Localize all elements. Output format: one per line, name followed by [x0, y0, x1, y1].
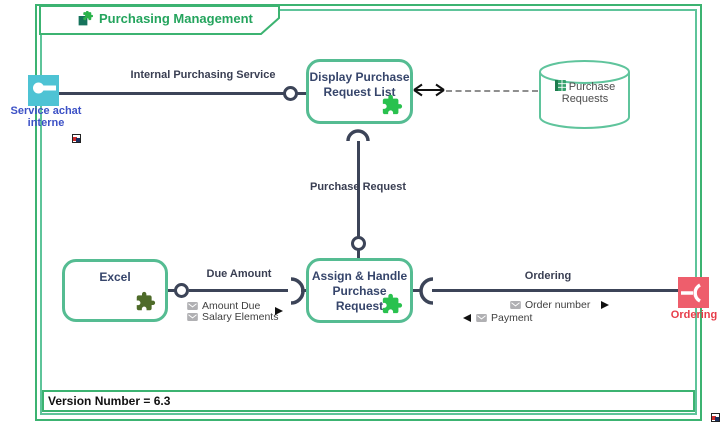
- table-icon: [554, 80, 566, 91]
- connector-stub: [413, 289, 420, 292]
- version-bar: Version Number = 6.3: [42, 390, 695, 412]
- datastore-name-line1: Purchase: [568, 81, 616, 93]
- message-label: Amount Due: [202, 300, 261, 312]
- service-label-line2: interne: [27, 117, 65, 129]
- message-label: Payment: [491, 312, 533, 324]
- provided-interface-ball-icon: [351, 236, 366, 251]
- assign-handle-purchase-request-component[interactable]: Assign & Handle Purchase Request: [306, 258, 413, 323]
- datastore-name-line2: Requests: [561, 93, 609, 105]
- ordering-connector-label: Ordering: [524, 270, 572, 282]
- component-name-line1: Display Purchase: [309, 70, 410, 84]
- puzzle-icon: [382, 94, 403, 115]
- message-label: Order number: [525, 299, 591, 311]
- internal-purchasing-service-label: Internal Purchasing Service: [130, 69, 276, 81]
- ordering-port[interactable]: [678, 277, 709, 308]
- flow-direction-right-icon: [275, 307, 283, 315]
- link-marker-icon: [711, 413, 720, 422]
- purchase-request-connector[interactable]: [357, 141, 360, 237]
- required-interface-socket-icon: [419, 277, 434, 305]
- excel-component[interactable]: Excel: [62, 259, 168, 322]
- flow-direction-right-icon: [601, 301, 609, 309]
- component-puzzle-icon: [78, 11, 93, 26]
- service-label-line1: Service achat: [10, 105, 82, 117]
- message-item: Order number: [510, 299, 590, 311]
- internal-purchasing-service-connector[interactable]: [59, 92, 284, 95]
- datastore-label: Purchase Requests: [544, 80, 626, 105]
- message-item: Salary Elements: [187, 311, 278, 323]
- connector-stub: [297, 92, 307, 95]
- provided-interface-ball-icon: [174, 283, 189, 298]
- ordering-port-label: Ordering: [670, 309, 718, 321]
- purchase-request-label: Purchase Request: [310, 181, 406, 193]
- interface-lollipop-icon: [33, 82, 56, 94]
- purchasing-management-container[interactable]: [40, 9, 697, 415]
- datastore-dashed-link[interactable]: [446, 90, 538, 92]
- component-name-line1: Assign & Handle: [311, 269, 408, 283]
- socket-icon: [681, 283, 701, 303]
- connector-stub: [168, 289, 175, 292]
- ordering-connector[interactable]: [432, 289, 678, 292]
- flow-direction-left-icon: [463, 314, 471, 322]
- display-purchase-request-list-component[interactable]: Display Purchase Request List: [306, 59, 413, 124]
- message-item: Payment: [476, 312, 532, 324]
- required-interface-socket-icon: [290, 277, 305, 305]
- diagram-title: Purchasing Management: [78, 11, 253, 26]
- component-name: Excel: [99, 270, 131, 284]
- required-interface-socket-icon: [346, 129, 370, 142]
- due-amount-connector[interactable]: [189, 289, 288, 292]
- component-name-line2: Request List: [323, 85, 396, 99]
- connector-stub: [357, 250, 360, 259]
- envelope-icon: [187, 313, 198, 321]
- component-name-line2: Purchase Request: [332, 284, 387, 313]
- message-item: Amount Due: [187, 300, 260, 312]
- diagram-outer-frame: [35, 4, 702, 421]
- puzzle-icon: [382, 293, 403, 314]
- provided-interface-ball-icon: [283, 86, 298, 101]
- service-achat-interne-actor[interactable]: [28, 75, 59, 106]
- bidirectional-arrow-icon: [413, 83, 445, 97]
- message-label: Salary Elements: [202, 311, 279, 323]
- due-amount-label: Due Amount: [206, 268, 272, 280]
- envelope-icon: [187, 302, 198, 310]
- link-marker-icon: [72, 134, 81, 143]
- envelope-icon: [510, 301, 521, 309]
- page-title: Purchasing Management: [99, 11, 253, 26]
- envelope-icon: [476, 314, 487, 322]
- puzzle-icon: [136, 291, 156, 311]
- purchasing-management-tab[interactable]: [39, 5, 285, 36]
- service-actor-label: Service achat interne: [2, 105, 90, 129]
